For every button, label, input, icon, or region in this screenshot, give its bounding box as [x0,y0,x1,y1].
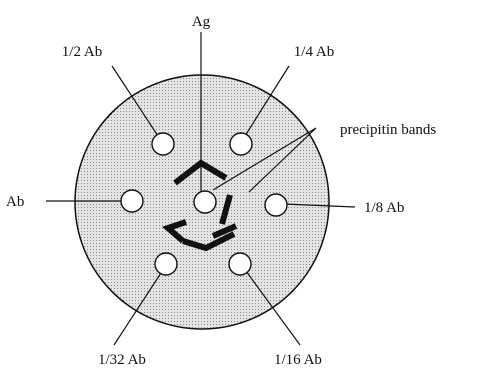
well-quarter-ab [230,133,252,155]
label-half-ab: 1/2 Ab [62,44,102,60]
label-ab: Ab [6,194,24,210]
label-quarter-ab: 1/4 Ab [294,44,334,60]
well-eighth-ab [265,194,287,216]
well-16th-ab [229,253,251,275]
label-precipitin-bands: precipitin bands [340,122,436,138]
label-ag: Ag [192,14,211,30]
label-16th-ab: 1/16 Ab [274,352,322,368]
label-32nd-ab: 1/32 Ab [98,352,146,368]
well-ag [194,191,216,213]
well-32nd-ab [155,253,177,275]
well-ab [121,190,143,212]
well-half-ab [152,133,174,155]
label-eighth-ab: 1/8 Ab [364,200,404,216]
